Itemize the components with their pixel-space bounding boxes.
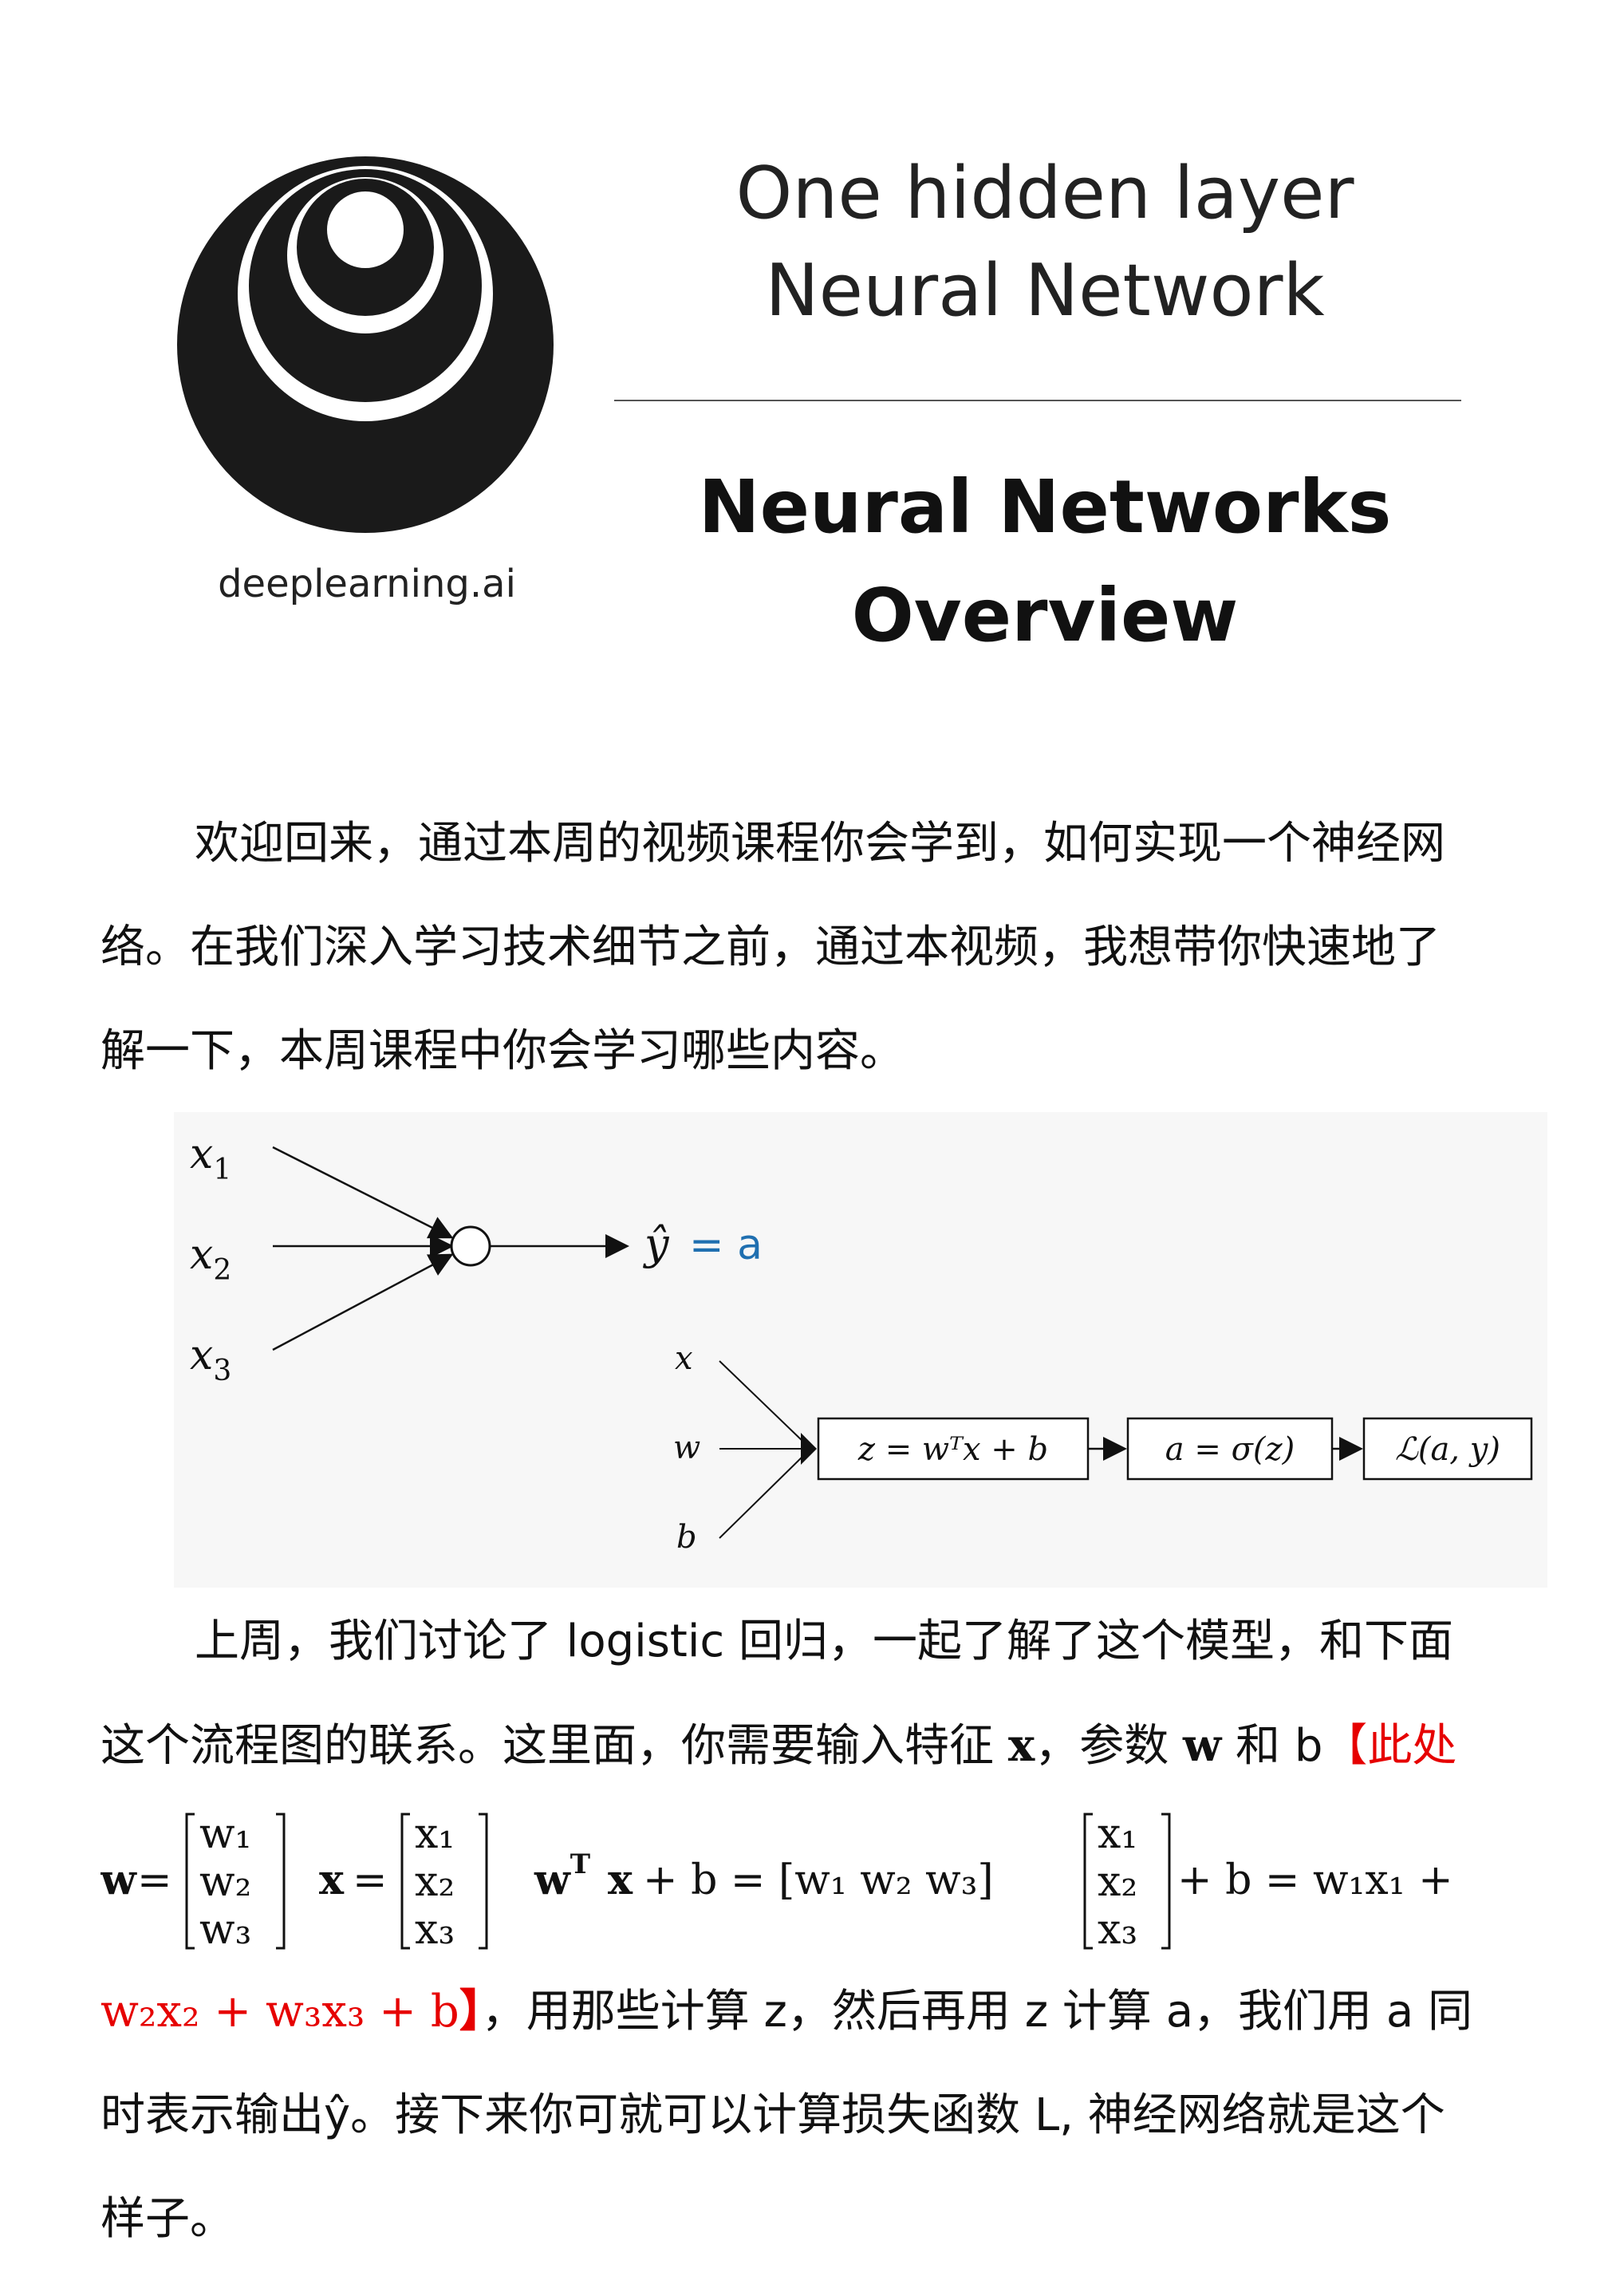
eq-w-label: w bbox=[101, 1856, 137, 1904]
graph-input-x: x bbox=[675, 1340, 693, 1377]
brand-name: deeplearning.ai bbox=[218, 562, 516, 606]
input-x3-label: x3 bbox=[190, 1331, 231, 1387]
bracket-left bbox=[185, 1813, 195, 1950]
paragraph-line: w₂x₂ + w₃x₃ + b】，用那些计算 z，然后再用 z 计算 a，我们用… bbox=[101, 1990, 1472, 2034]
paragraph-line: 样子。 bbox=[101, 2193, 235, 2245]
text-span: ，用那些计算 z，然后再用 z 计算 a，我们用 a 同 bbox=[481, 1986, 1472, 2038]
note-close: 】 bbox=[459, 1986, 482, 2038]
graph-input-w: w bbox=[673, 1430, 700, 1466]
edge-x3 bbox=[272, 1253, 454, 1351]
text-span: 和 b bbox=[1221, 1720, 1323, 1772]
box-linear bbox=[817, 1417, 1090, 1481]
box-sigmoid-label: a = σ(z) bbox=[1165, 1431, 1295, 1468]
title-divider bbox=[614, 400, 1461, 401]
page-subtitle-line1: Neural Networks bbox=[698, 464, 1392, 550]
w-vector-1: w₁ bbox=[199, 1810, 251, 1858]
paragraph-line: 解一下，本周课程中你会学习哪些内容。 bbox=[101, 1025, 905, 1077]
intro-paragraph: 欢迎回来，通过本周的视频课程你会学到，如何实现一个神经网 络。在我们深入学习技术… bbox=[101, 822, 1488, 1085]
paragraph-line: 这个流程图的联系。这里面，你需要输入特征 x，参数 w 和 b【此处 bbox=[101, 1723, 1456, 1769]
x-col-3: x₃ bbox=[1098, 1906, 1137, 1954]
x-col-1: x₁ bbox=[1098, 1810, 1137, 1858]
page-title-line1: One hidden layer bbox=[735, 152, 1354, 235]
param-w: w bbox=[1183, 1719, 1222, 1772]
input-x2-label: x2 bbox=[190, 1231, 231, 1287]
w-vector-3: w₃ bbox=[199, 1906, 251, 1954]
bracket-left bbox=[400, 1813, 410, 1950]
paragraph-line: 时表示输出ŷ。接下来你可就可以计算损失函数 L, 神经网络就是这个 bbox=[101, 2089, 1445, 2141]
vector-equation: w = w₁ w₂ w₃ x = x₁ x₂ x₃ wT x + b = [w₁… bbox=[100, 1800, 1496, 1959]
x-vector-1: x₁ bbox=[415, 1810, 455, 1858]
eq-x-bold: x bbox=[608, 1856, 633, 1904]
equation-canvas: w = w₁ w₂ w₃ x = x₁ x₂ x₃ wT x + b = [w₁… bbox=[100, 1810, 1453, 1954]
note-formula: w₂x₂ + w₃x₃ + b bbox=[101, 1986, 459, 2038]
paragraph-line: 上周，我们讨论了 logistic 回归，一起了解了这个模型，和下面 bbox=[195, 1615, 1454, 1667]
feature-x: x bbox=[1007, 1719, 1035, 1772]
text-span: 这个流程图的联系。这里面，你需要输入特征 bbox=[101, 1720, 1008, 1772]
paragraph-line: 络。在我们深入学习技术细节之前，通过本视频，我想带你快速地了 bbox=[101, 921, 1441, 973]
box-loss-label: ℒ(a, y) bbox=[1395, 1431, 1500, 1468]
note-open: 【此处 bbox=[1322, 1720, 1457, 1772]
graph-arrowhead bbox=[801, 1433, 817, 1465]
box-linear-label: z = wᵀx + b bbox=[857, 1431, 1048, 1468]
x-vector-2: x₂ bbox=[415, 1858, 455, 1906]
eq-x-label: x bbox=[319, 1856, 345, 1904]
paragraph-line: 欢迎回来，通过本周的视频课程你会学到，如何实现一个神经网 bbox=[195, 818, 1445, 870]
x-vector-3: x₃ bbox=[415, 1906, 455, 1954]
diagram-canvas: x1 x2 x3 ŷ = a x w b z = wᵀx + b a = σ(z… bbox=[190, 1130, 1533, 1556]
input-x1-label: x1 bbox=[190, 1130, 231, 1186]
eq-wT-label: wT bbox=[534, 1848, 590, 1904]
eq-tail: + b = w₁x₁ + bbox=[1177, 1856, 1453, 1904]
eq-equals: = bbox=[353, 1856, 388, 1904]
bracket-right bbox=[276, 1813, 286, 1950]
output-yhat-label: ŷ bbox=[643, 1219, 670, 1269]
x-col-2: x₂ bbox=[1098, 1858, 1137, 1906]
deeplearning-logo bbox=[177, 156, 554, 533]
bracket-right bbox=[1161, 1813, 1171, 1950]
edge-x1 bbox=[272, 1146, 454, 1239]
neuron-node bbox=[450, 1225, 491, 1267]
output-equals-a: = a bbox=[689, 1221, 763, 1269]
text-span: ，参数 bbox=[1035, 1720, 1184, 1772]
bracket-right bbox=[479, 1813, 488, 1950]
graph-input-b: b bbox=[676, 1519, 697, 1556]
w-vector-2: w₂ bbox=[199, 1858, 251, 1906]
graph-edge-x bbox=[719, 1360, 806, 1445]
logistic-paragraph: 上周，我们讨论了 logistic 回归，一起了解了这个模型，和下面 这个流程图… bbox=[101, 1619, 1488, 2290]
logistic-paragraph-continued: w₂x₂ + w₃x₃ + b】，用那些计算 z，然后再用 z 计算 a，我们用… bbox=[101, 1990, 1488, 2293]
box-loss bbox=[1362, 1417, 1533, 1481]
bracket-left bbox=[1083, 1813, 1093, 1950]
page-title-line2: Neural Network bbox=[765, 249, 1325, 333]
eq-row-vector: + b = [w₁ w₂ w₃] bbox=[643, 1856, 994, 1904]
eq-equals: = bbox=[137, 1856, 172, 1904]
page-subtitle-line2: Overview bbox=[851, 573, 1239, 658]
graph-edge-b bbox=[719, 1453, 806, 1539]
logistic-regression-diagram: x1 x2 x3 ŷ = a x w b z = wᵀx + b a = σ(z… bbox=[174, 1112, 1547, 1588]
